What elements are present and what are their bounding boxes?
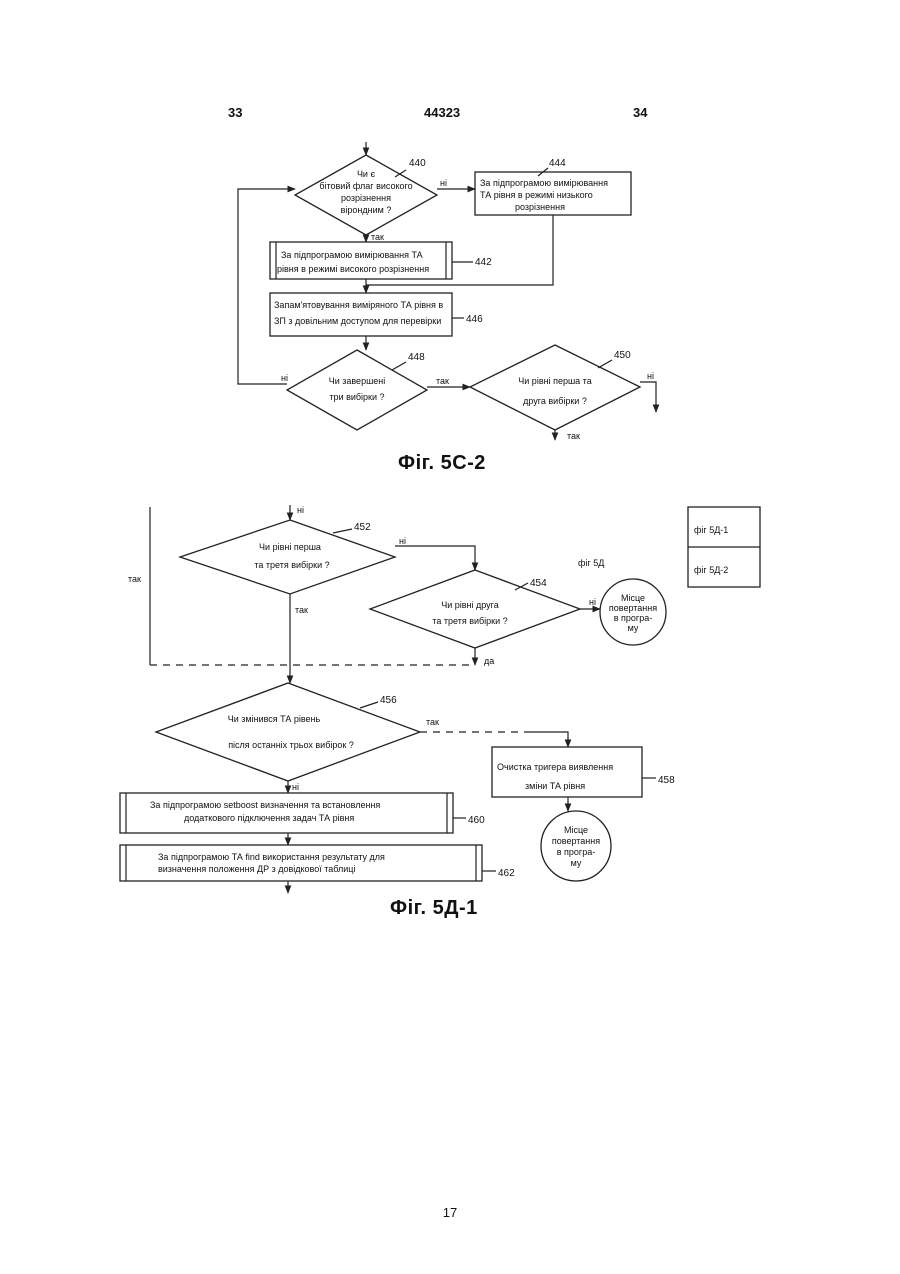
svg-text:ні: ні: [292, 782, 299, 792]
svg-text:так: так: [295, 605, 308, 615]
process-462: За підпрограмою ТА find використання рез…: [120, 845, 515, 881]
ref-462: 462: [498, 868, 515, 879]
page-number: 17: [0, 1205, 900, 1220]
ref-458: 458: [658, 775, 675, 786]
svg-text:ні: ні: [440, 178, 447, 188]
figure-caption-5c2: Фіг. 5С-2: [398, 452, 486, 475]
ref-456: 456: [380, 695, 397, 706]
svg-text:так: так: [371, 232, 384, 242]
ref-442: 442: [475, 257, 492, 268]
process-446: Запам'ятовування виміряного ТА рівня вЗП…: [270, 293, 483, 336]
svg-text:так: так: [426, 717, 439, 727]
decision-448: Чи завершенітри вибірки ? 448: [287, 350, 427, 430]
process-444: За підпрограмою вимірюванняТА рівня в ре…: [475, 158, 631, 215]
ref-452: 452: [354, 522, 371, 533]
svg-text:ні: ні: [399, 536, 406, 546]
figure-legend: фіг 5Д фіг 5Д-1 фіг 5Д-2: [578, 507, 760, 587]
ref-454: 454: [530, 578, 547, 589]
svg-text:так: так: [128, 574, 141, 584]
decision-440: Чи єбітовий флаг високогорозрізненнявіро…: [295, 155, 437, 235]
ref-450: 450: [614, 350, 631, 361]
ref-444: 444: [549, 158, 566, 169]
svg-text:ні: ні: [589, 597, 596, 607]
svg-text:так: так: [436, 376, 449, 386]
return-point-circle-1: Місцеповертанняв програ-му: [600, 579, 666, 645]
decision-456: Чи змінився ТА рівеньпісля останніх трьо…: [156, 683, 420, 781]
return-point-circle-2: Місцеповертанняв програ-му: [541, 811, 611, 881]
svg-text:да: да: [484, 656, 494, 666]
ref-446: 446: [466, 314, 483, 325]
svg-text:ні: ні: [647, 371, 654, 381]
ref-460: 460: [468, 815, 485, 826]
ref-448: 448: [408, 352, 425, 363]
decision-450: Чи рівні перша тадруга вибірки ? 450: [470, 345, 640, 430]
decision-452: Чи рівні першата третя вибірки ? 452: [180, 520, 395, 594]
svg-text:так: так: [567, 431, 580, 441]
svg-text:фіг 5Д-1: фіг 5Д-1: [694, 525, 728, 535]
figure-caption-5d1: Фіг. 5Д-1: [390, 897, 478, 920]
svg-text:фіг 5Д-2: фіг 5Д-2: [694, 565, 728, 575]
decision-454: Чи рівні другата третя вибірки ? 454: [370, 570, 580, 648]
ref-440: 440: [409, 158, 426, 169]
svg-text:фіг 5Д: фіг 5Д: [578, 558, 604, 568]
process-460: За підпрограмою setboost визначення та в…: [120, 793, 485, 833]
svg-text:ні: ні: [297, 505, 304, 515]
process-442: За підпрограмою вимірювання ТАрівня в ре…: [270, 242, 492, 279]
svg-text:ні: ні: [281, 373, 288, 383]
process-458: Очистка тригера виявленнязміни ТА рівня …: [492, 747, 675, 797]
